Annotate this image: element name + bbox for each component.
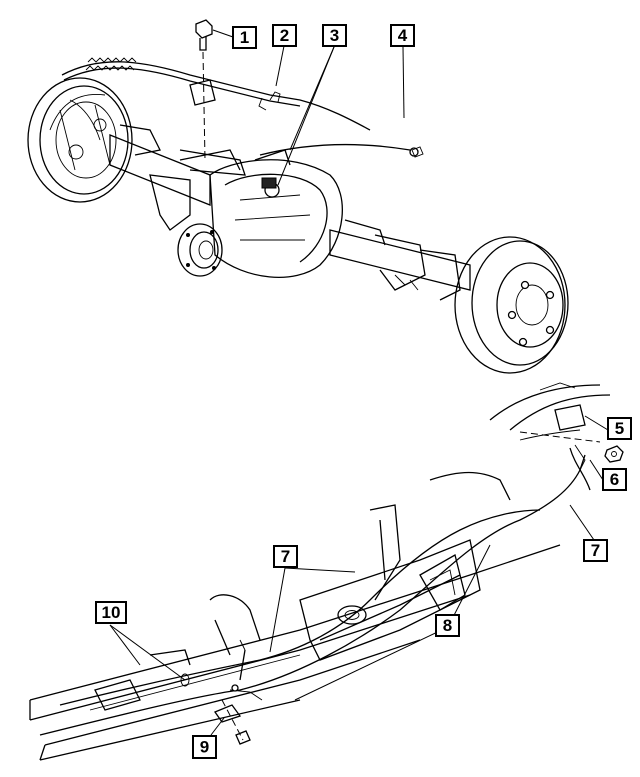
callout-9: 9	[192, 735, 217, 759]
callout-label-2: 2	[280, 26, 289, 45]
differential-housing	[209, 159, 343, 278]
callout-label-9: 9	[200, 738, 209, 757]
callout-label-7-left: 7	[281, 547, 290, 566]
callout-1: 1	[232, 26, 257, 49]
callout-5: 5	[607, 417, 632, 440]
callout-label-8: 8	[443, 616, 452, 635]
callout-10: 10	[95, 601, 127, 624]
callout-label-10: 10	[102, 603, 121, 622]
callout-label-5: 5	[615, 419, 624, 438]
body-underside-bracket	[489, 382, 624, 491]
callout-label-1: 1	[240, 28, 249, 47]
callout-4: 4	[390, 24, 415, 47]
brake-tube	[61, 61, 424, 158]
callout-7-left: 7	[273, 545, 298, 568]
callout-8: 8	[435, 614, 460, 637]
callout-7-right: 7	[583, 539, 608, 562]
bolt	[195, 19, 213, 161]
callout-2: 2	[272, 24, 297, 47]
nut	[604, 445, 624, 463]
callout-label-7-right: 7	[591, 541, 600, 560]
callout-3: 3	[322, 24, 347, 47]
right-brake-drum	[454, 236, 569, 374]
pinion-yoke	[177, 223, 223, 277]
callout-label-4: 4	[398, 26, 408, 45]
frame-rail-assembly	[29, 471, 561, 761]
parking-brake-cables	[39, 454, 586, 736]
rear-axle-assembly	[27, 57, 569, 374]
callout-label-3: 3	[330, 26, 339, 45]
cable-fastener	[214, 699, 251, 745]
left-brake-backing-plate	[27, 77, 133, 203]
leader-lines	[109, 29, 609, 736]
callout-label-6: 6	[610, 470, 619, 489]
callout-6: 6	[602, 468, 627, 491]
